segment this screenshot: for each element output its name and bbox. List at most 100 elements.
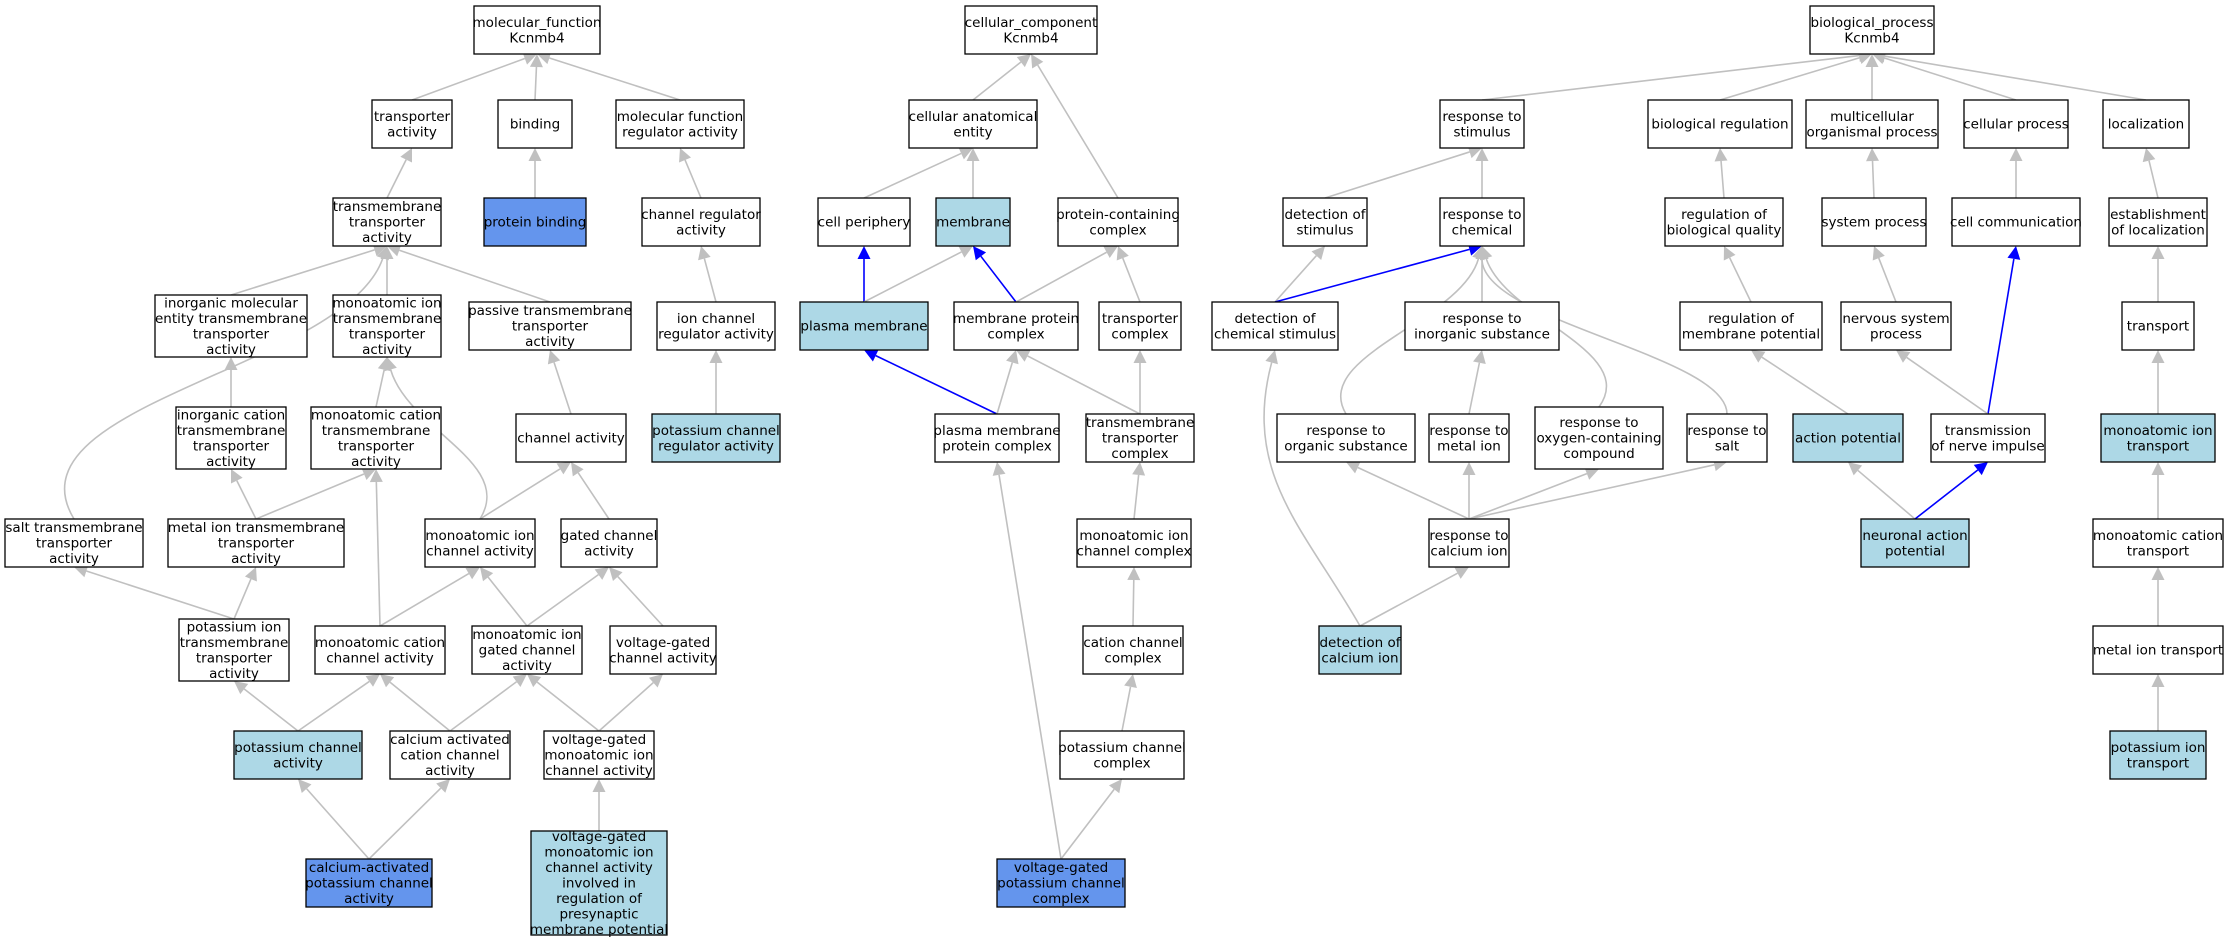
go-term-node-cell_communication[interactable]: cell communication bbox=[1950, 197, 2082, 247]
node-label-line: complex bbox=[1104, 650, 1161, 666]
node-box bbox=[1059, 730, 1185, 780]
go-term-node-action_potential[interactable]: action potential bbox=[1792, 413, 1904, 463]
edge-arrowhead bbox=[992, 462, 1006, 476]
go-term-node-protein_binding[interactable]: protein binding bbox=[483, 197, 587, 247]
go-term-node-inorg_cation_tm[interactable]: inorganic cationtransmembranetransporter… bbox=[175, 406, 287, 470]
node-label-line: neuronal action bbox=[1862, 528, 1967, 544]
go-term-node-channel_activity[interactable]: channel activity bbox=[515, 413, 627, 463]
go-term-node-bio_regulation[interactable]: biological regulation bbox=[1647, 99, 1793, 149]
node-label-line: monoatomic ion bbox=[472, 627, 581, 643]
edge-resp_salt-to-resp_chemical bbox=[1475, 246, 1728, 415]
go-term-node-k_ion_tm[interactable]: potassium iontransmembranetransporteract… bbox=[178, 618, 290, 682]
go-term-node-monocation_tm[interactable]: monoatomic cationtransmembranetransporte… bbox=[310, 406, 442, 470]
edge-vg_presyn-to-vg_monoion bbox=[592, 779, 606, 831]
node-box bbox=[1821, 197, 1927, 247]
node-box bbox=[4, 518, 144, 568]
node-label-line: transporter bbox=[218, 536, 295, 552]
go-term-node-system_process[interactable]: system process bbox=[1821, 197, 1927, 247]
node-label-line: activity bbox=[362, 342, 412, 358]
edge-protein_binding-to-binding bbox=[528, 148, 542, 198]
node-box bbox=[1318, 625, 1402, 675]
node-box bbox=[424, 518, 536, 568]
edge-localization-to-bp bbox=[1872, 49, 2147, 101]
node-label-line: establishment bbox=[2110, 207, 2206, 223]
node-label-line: potassium channel bbox=[652, 423, 780, 439]
node-box bbox=[1664, 197, 1784, 247]
go-term-node-transport[interactable]: transport bbox=[2121, 301, 2195, 351]
go-term-node-membrane[interactable]: membrane bbox=[935, 197, 1011, 247]
edge-arrowhead bbox=[1346, 461, 1361, 474]
node-box bbox=[1647, 99, 1793, 149]
go-term-node-plasma_membrane[interactable]: plasma membrane bbox=[799, 301, 929, 351]
edge-reg_bio_quality-to-bio_regulation bbox=[1714, 148, 1728, 199]
go-term-node-metal_ion_tm[interactable]: metal ion transmembranetransporteractivi… bbox=[167, 518, 345, 568]
edge-line bbox=[972, 61, 1022, 101]
go-term-node-monoion_tm[interactable]: monoatomic iontransmembranetransporterac… bbox=[332, 294, 442, 358]
go-term-node-localization[interactable]: localization bbox=[2102, 99, 2190, 149]
node-label-line: monoatomic cation bbox=[311, 407, 441, 423]
go-term-node-cell_periphery[interactable]: cell periphery bbox=[817, 197, 911, 247]
node-box bbox=[1930, 413, 2046, 463]
node-box bbox=[908, 99, 1038, 149]
go-term-node-cellular_process[interactable]: cellular process bbox=[1963, 99, 2069, 149]
go-term-node-metal_transport[interactable]: metal ion transport bbox=[2092, 625, 2224, 675]
go-term-node-binding[interactable]: binding bbox=[497, 99, 573, 149]
edge-line bbox=[1037, 64, 1119, 199]
edge-k_channel_complex-to-cation_channel_complex bbox=[1121, 674, 1137, 732]
node-label-line: passive transmembrane bbox=[468, 303, 632, 319]
